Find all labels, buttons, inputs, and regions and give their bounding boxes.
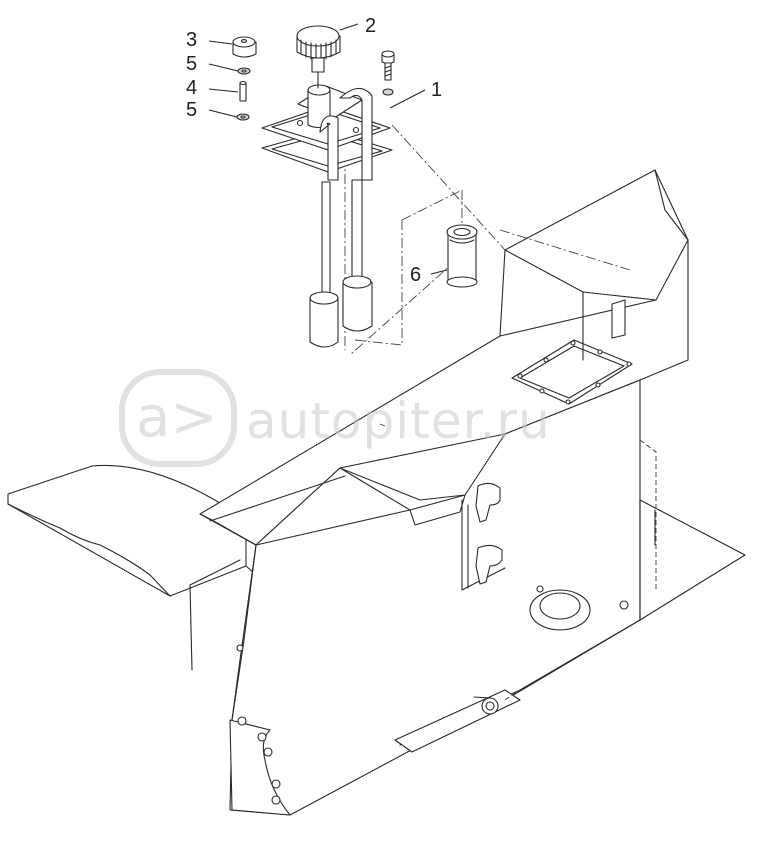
callout-1: 1 [431,79,442,101]
callout-5-lower: 5 [186,99,197,121]
callout-6: 6 [410,264,421,286]
watermark-logo-icon: a> [136,385,217,450]
callouts: 2 3 5 4 5 1 6 [186,15,442,286]
part-washer-upper [237,67,251,75]
callout-3: 3 [186,29,197,51]
leader-lines [208,23,448,275]
part-filter [446,224,478,288]
part-fuel-sender [261,84,393,348]
part-knob [296,25,341,89]
assembly-lines [344,124,631,427]
part-washer-lower [236,113,250,121]
part-cap [232,36,257,58]
watermark-logo-frame [119,369,237,467]
part-pin [239,80,247,102]
watermark: a> autopiter.ru [119,369,551,467]
watermark-text: autopiter.ru [246,392,551,450]
part-bolt [381,50,395,96]
callout-5-upper: 5 [186,53,197,75]
callout-4: 4 [186,77,197,99]
frame-body [7,169,746,816]
callout-2: 2 [365,15,376,37]
